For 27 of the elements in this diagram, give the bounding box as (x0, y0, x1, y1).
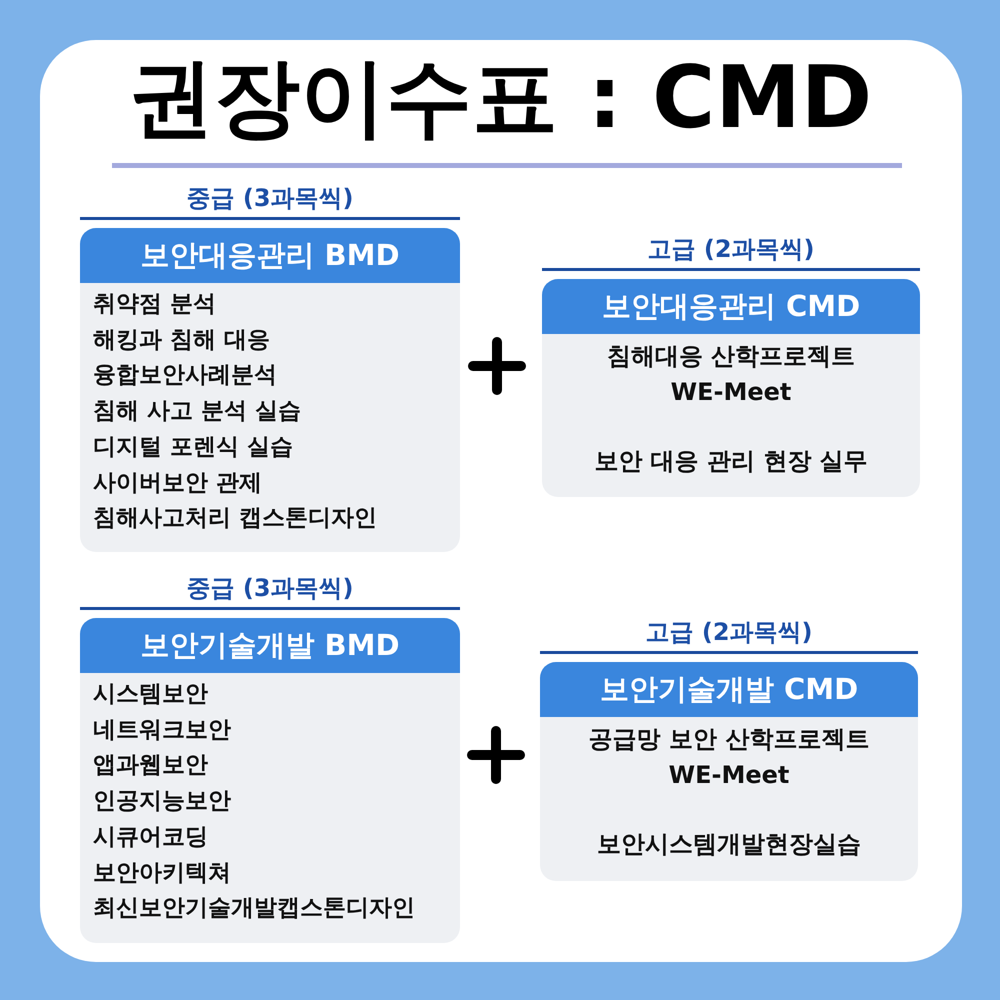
course-item: 융합보안사례분석 (92, 361, 277, 390)
course-item: 네트워크보안 (92, 716, 231, 745)
course-item: 취약점 분석 (92, 290, 216, 319)
course-item: 앱과웹보안 (92, 751, 208, 780)
course-item: 공급망 보안 산학프로젝트 WE-Meet (588, 724, 870, 791)
title: 권장이수표 : CMD (126, 47, 874, 150)
course-item: 침해 사고 분석 실습 (92, 397, 302, 426)
course-item: 침해사고처리 캡스톤디자인 (92, 504, 378, 534)
course-item: 디지털 포렌식 실습 (92, 432, 294, 462)
level-heading: 중급 (3과목씩) (186, 183, 354, 214)
course-item: 시스템보안 (92, 680, 208, 709)
level-heading: 고급 (2과목씩) (644, 617, 814, 648)
card-header: 보안대응관리 CMD (542, 279, 920, 334)
level-heading: 중급 (3과목씩) (186, 573, 354, 604)
course-item: 보안시스템개발현장실습 (596, 829, 862, 860)
course-item: 침해대응 산학프로젝트 WE-Meet (606, 341, 856, 408)
card-header: 보안기술개발 BMD (80, 618, 460, 673)
course-item: 최신보안기술개발캡스톤디자인 (92, 894, 415, 924)
course-item: 인공지능보안 (92, 787, 231, 816)
course-item: 보안 대응 관리 현장 실무 (593, 446, 869, 477)
course-item: 시큐어코딩 (92, 822, 208, 852)
card-header: 보안기술개발 CMD (540, 662, 918, 717)
card-header: 보안대응관리 BMD (80, 228, 460, 283)
course-item: 사이버보안 관제 (92, 468, 262, 498)
course-item: 해킹과 침해 대응 (92, 326, 270, 355)
level-heading: 고급 (2과목씩) (646, 234, 816, 265)
course-item: 보안아키텍쳐 (92, 858, 231, 888)
